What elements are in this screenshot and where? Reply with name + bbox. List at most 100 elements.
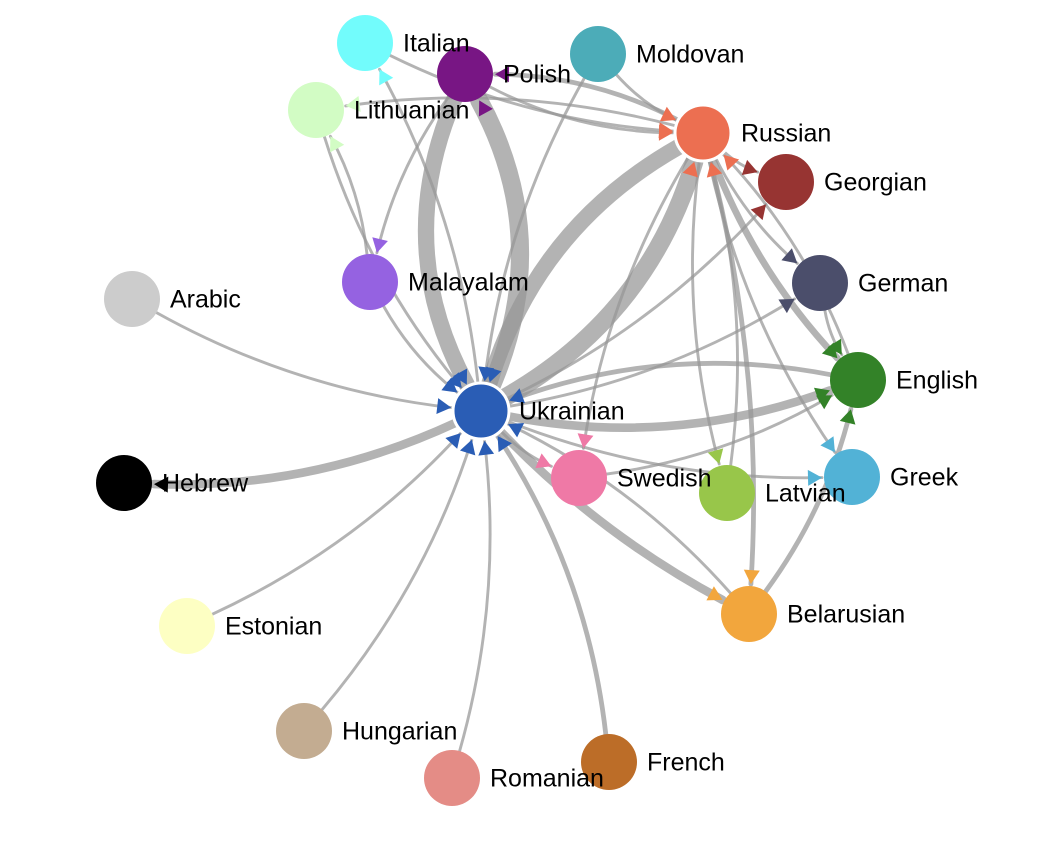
node-label-polish: Polish <box>503 61 571 89</box>
edge-french-to-ukrainian <box>495 433 609 737</box>
arrowhead-romanian-to-ukrainian <box>478 440 495 456</box>
arrowhead-ukrainian-to-hebrew <box>154 476 169 493</box>
node-label-ukrainian: Ukrainian <box>519 398 625 426</box>
edge-russian-to-latvian <box>691 159 721 466</box>
edge-english-to-russian <box>722 153 850 356</box>
node-ukrainian[interactable] <box>451 381 511 441</box>
node-lithuanian[interactable] <box>288 82 344 138</box>
arrowhead-latvian-to-russian <box>706 162 723 178</box>
arrowhead-french-to-ukrainian <box>497 436 512 453</box>
arrowhead-belarusian-to-ukrainian <box>508 423 525 438</box>
arrowhead-moldovan-to-russian <box>659 106 676 122</box>
arrowhead-ukrainian-to-belarusian <box>706 586 723 601</box>
arrowhead-german-to-english <box>827 338 842 355</box>
arrowhead-english-to-russian <box>723 154 740 171</box>
node-label-french: French <box>647 749 725 777</box>
edge-hungarian-to-ukrainian <box>320 438 474 712</box>
edges-layer <box>149 53 854 753</box>
node-french[interactable] <box>581 734 637 790</box>
arrowhead-ukrainian-to-german <box>778 298 795 314</box>
node-georgian[interactable] <box>758 154 814 210</box>
arrowhead-russian-to-polish <box>495 66 510 83</box>
node-russian[interactable] <box>673 103 733 163</box>
nodes-layer <box>96 15 886 806</box>
node-hungarian[interactable] <box>276 703 332 759</box>
edge-latvian-to-russian <box>709 160 739 467</box>
edge-swedish-to-english <box>605 393 834 476</box>
node-german[interactable] <box>792 255 848 311</box>
edge-belarusian-to-ukrainian <box>506 422 732 595</box>
edge-ukrainian-to-georgian <box>504 202 768 401</box>
arrowhead-malayalam-to-lithuanian <box>330 136 345 153</box>
edge-ukrainian-to-italian <box>378 67 480 385</box>
arrowhead-ukrainian-to-english <box>814 387 830 403</box>
edge-russian-to-lithuanian <box>344 96 678 128</box>
arrowhead-arabic-to-ukrainian <box>436 398 452 414</box>
arrowhead-estonian-to-ukrainian <box>445 433 461 449</box>
node-italian[interactable] <box>337 15 393 71</box>
node-hebrew[interactable] <box>96 455 152 511</box>
edge-belarusian-to-english <box>763 406 854 594</box>
edge-ukrainian-to-german <box>507 297 797 408</box>
edge-estonian-to-ukrainian <box>210 431 463 616</box>
edge-arabic-to-ukrainian <box>155 311 453 410</box>
arrowhead-swedish-to-english <box>816 395 833 410</box>
node-label-estonian: Estonian <box>225 613 322 641</box>
edge-russian-to-german <box>714 156 799 265</box>
arrowhead-russian-to-german <box>781 248 798 264</box>
node-malayalam[interactable] <box>342 254 398 310</box>
node-label-latvian: Latvian <box>765 480 846 508</box>
edge-english-to-ukrainian <box>506 360 833 403</box>
arrowhead-ukrainian-to-georgian <box>750 204 766 221</box>
node-label-romanian: Romanian <box>490 765 604 793</box>
arrowhead-russian-to-georgian <box>741 159 758 175</box>
node-label-arabic: Arabic <box>170 286 241 314</box>
arrowhead-russian-to-greek <box>820 436 835 453</box>
edge-russian-to-swedish <box>581 155 690 450</box>
node-belarusian[interactable] <box>721 586 777 642</box>
edge-russian-to-greek <box>707 158 837 454</box>
arrowhead-ukrainian-to-greek <box>807 469 822 486</box>
node-label-hebrew: Hebrew <box>162 470 249 498</box>
edge-lithuanian-to-ukrainian <box>322 135 464 390</box>
arrowhead-ukrainian-to-russian <box>682 161 698 178</box>
arrowhead-polish-to-ukrainian <box>453 368 468 385</box>
node-polish[interactable] <box>437 46 493 102</box>
node-greek[interactable] <box>824 449 880 505</box>
node-label-german: German <box>858 270 948 298</box>
node-swedish[interactable] <box>551 450 607 506</box>
node-moldovan[interactable] <box>570 26 626 82</box>
node-romanian[interactable] <box>424 750 480 806</box>
node-label-moldovan: Moldovan <box>636 41 744 69</box>
node-label-swedish: Swedish <box>617 465 712 493</box>
node-label-italian: Italian <box>403 30 470 58</box>
edge-polish-to-malayalam <box>375 95 451 255</box>
arrowheads-layer <box>154 66 856 601</box>
edge-ukrainian-to-russian <box>496 152 704 407</box>
node-english[interactable] <box>830 352 886 408</box>
edge-ukrainian-to-hebrew <box>149 418 460 489</box>
edge-ukrainian-to-belarusian <box>496 426 727 605</box>
node-latvian[interactable] <box>699 465 755 521</box>
node-label-belarusian: Belarusian <box>787 601 905 629</box>
edge-italian-to-russian <box>388 53 675 133</box>
arrowhead-russian-to-lithuanian <box>345 96 361 112</box>
arrowhead-polish-to-malayalam <box>372 237 388 253</box>
node-label-russian: Russian <box>741 120 831 148</box>
node-label-lithuanian: Lithuanian <box>354 97 469 125</box>
edge-russian-to-english <box>709 155 841 362</box>
node-estonian[interactable] <box>159 598 215 654</box>
arrowhead-belarusian-to-english <box>839 409 856 425</box>
edge-russian-to-ukrainian <box>481 138 687 391</box>
edge-malayalam-to-lithuanian <box>328 134 369 256</box>
node-arabic[interactable] <box>104 271 160 327</box>
arrowhead-hungarian-to-ukrainian <box>460 439 476 456</box>
arrowhead-russian-to-belarusian <box>743 569 760 585</box>
edge-romanian-to-ukrainian <box>458 439 492 753</box>
arrowhead-lithuanian-to-ukrainian <box>446 372 462 388</box>
arrowhead-russian-to-latvian <box>707 448 724 464</box>
node-label-greek: Greek <box>890 464 959 492</box>
arrowhead-ukrainian-to-swedish <box>535 453 552 469</box>
